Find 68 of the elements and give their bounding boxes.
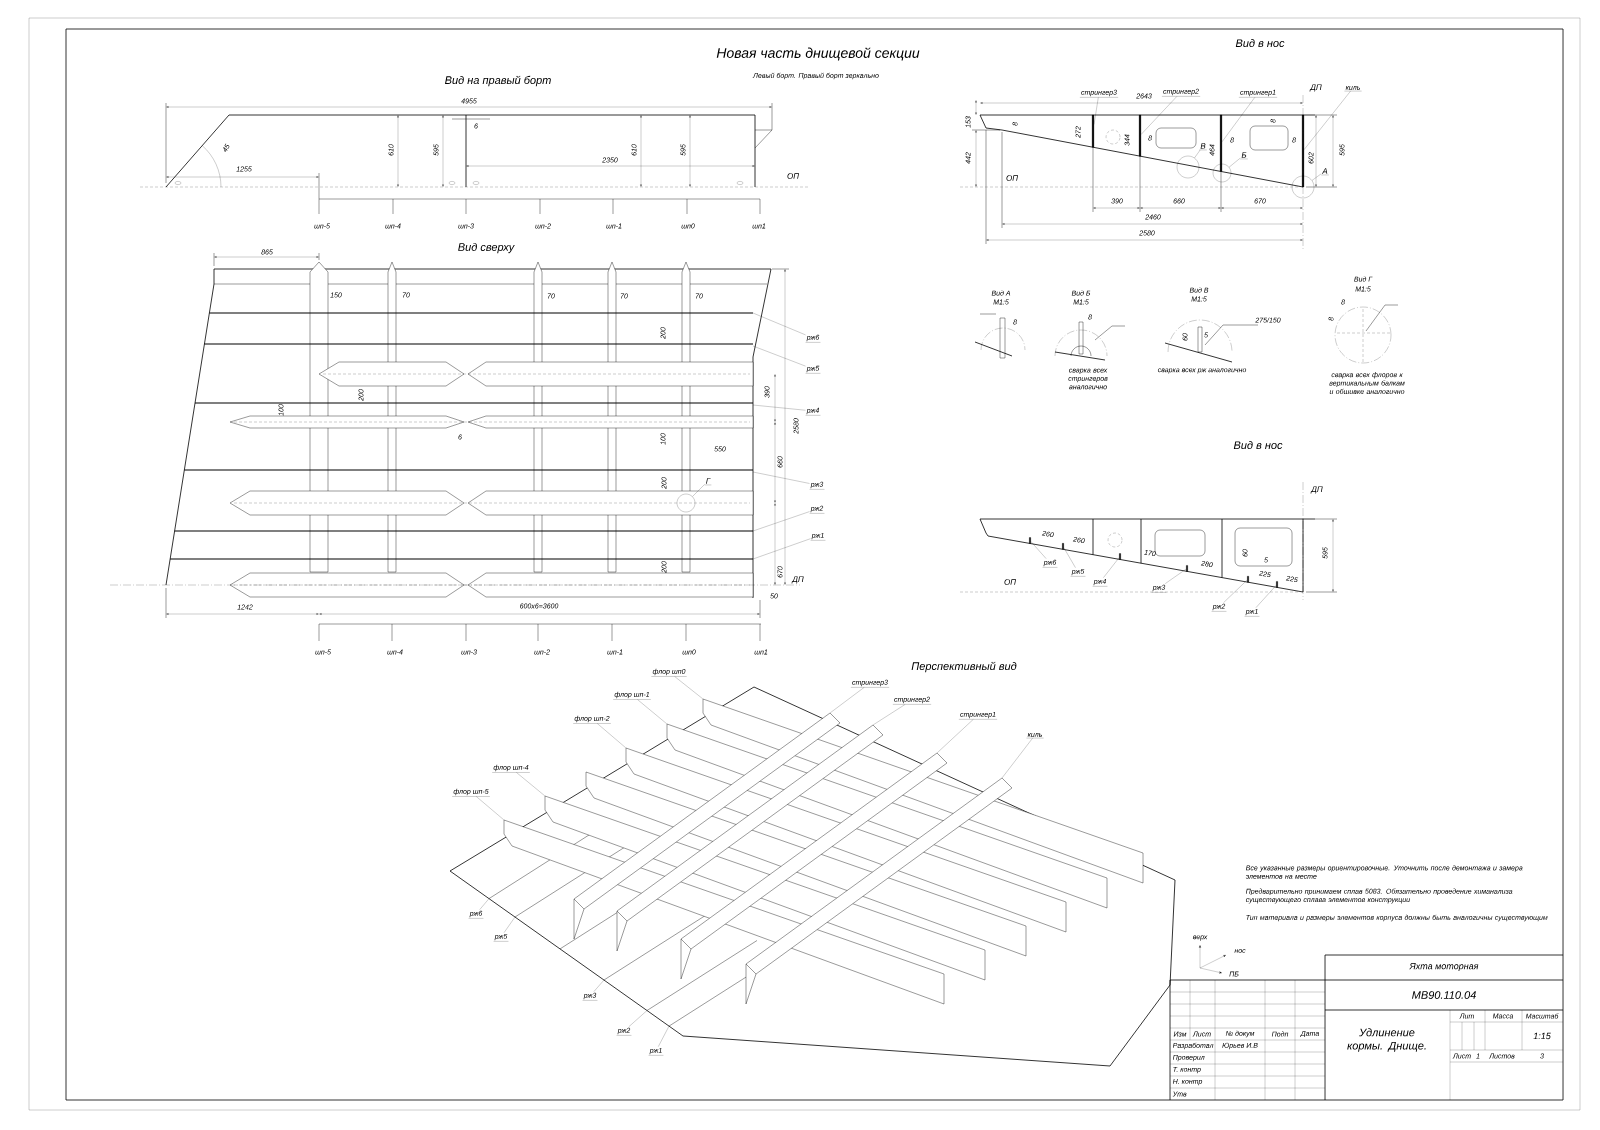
web-plate	[1219, 114, 1223, 172]
stiffener-mark	[1119, 553, 1121, 560]
leader-line	[1194, 149, 1201, 159]
leader-line	[637, 699, 668, 725]
leader-line	[476, 796, 505, 821]
datum-label: ДП	[1309, 84, 1322, 92]
stiffener-mark	[1247, 576, 1249, 583]
datum-label: ДП	[1310, 486, 1323, 494]
drawing-title: Новая часть днищевой секции	[716, 47, 920, 61]
leader-line	[1165, 568, 1187, 584]
web-plate	[1138, 114, 1142, 157]
detail-letter: Г	[704, 478, 712, 486]
view-title: Вид на правый борт	[445, 75, 551, 87]
detail-circle	[1176, 155, 1200, 179]
stiffener-mark	[1186, 565, 1188, 572]
view-title: Перспективный вид	[911, 661, 1017, 673]
detail-circle	[1212, 163, 1232, 183]
leader-line	[516, 772, 546, 797]
leader-line	[1063, 547, 1076, 568]
datum-label: ДП	[791, 576, 804, 584]
web-plate	[1091, 114, 1095, 148]
view-title: Вид сверху	[458, 242, 515, 254]
leader-line	[752, 511, 810, 532]
detail-circle	[1291, 175, 1315, 199]
leader-line	[1223, 579, 1248, 603]
title-block-text: Удлинение кормы. Днище.	[1347, 1028, 1426, 1052]
leader-line	[1303, 91, 1351, 150]
leader-line	[692, 484, 705, 497]
datum-label: ОП	[1004, 579, 1017, 585]
leader-line	[479, 898, 490, 910]
leader-line	[597, 723, 627, 749]
title-block-text: МВ90.110.04	[1412, 991, 1476, 999]
detail-letter: А	[1321, 168, 1329, 176]
stiffener-mark	[1062, 543, 1064, 550]
leader-line	[1103, 557, 1120, 578]
leader-line	[752, 312, 806, 335]
leader-line	[872, 704, 906, 726]
leader-line	[1255, 585, 1277, 608]
leader-line	[628, 1010, 648, 1027]
leader-line	[1228, 158, 1241, 168]
leader-line	[593, 979, 605, 992]
stiffener-mark	[1276, 581, 1278, 588]
detail-circle	[676, 493, 696, 513]
detail-letter: В	[1199, 143, 1207, 151]
leader-line	[752, 345, 806, 367]
detail-letter: Б	[1240, 152, 1248, 160]
leader-line	[1140, 96, 1177, 135]
web-plate	[1301, 114, 1305, 188]
leader-line	[503, 916, 516, 933]
stiffener-mark	[1029, 537, 1031, 544]
datum-label: ОП	[1006, 175, 1019, 181]
leader-line	[674, 676, 704, 700]
view-title: Вид в нос	[1235, 38, 1285, 48]
leader-line	[752, 471, 810, 484]
leader-line	[829, 687, 865, 714]
leader-line	[752, 538, 811, 560]
datum-label: ОП	[787, 173, 800, 179]
leader-line	[936, 719, 974, 754]
title-block-text: Яхта моторная	[1409, 963, 1479, 972]
view-title: Вид в нос	[1233, 440, 1283, 450]
leader-line	[1221, 97, 1255, 142]
leader-line	[1093, 97, 1099, 125]
leader-line	[752, 404, 806, 411]
leader-line	[1311, 173, 1322, 181]
leader-line	[1030, 541, 1047, 559]
leader-line	[658, 1026, 670, 1047]
title-block-text: 1:15	[1533, 1032, 1551, 1040]
leader-line	[1001, 738, 1033, 779]
